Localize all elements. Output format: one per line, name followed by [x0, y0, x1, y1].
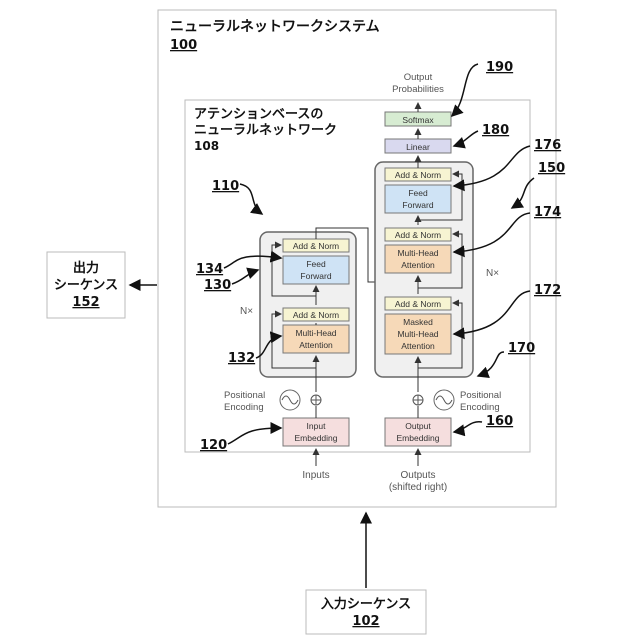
decoder-addnorm-top-label: Add & Norm [395, 170, 441, 180]
ref-176: 176 [534, 138, 561, 153]
attention-net-title-1: アテンションベースの [194, 107, 323, 122]
ref-110: 110 [212, 179, 239, 194]
encoder-addnorm-bottom-label: Add & Norm [293, 310, 339, 320]
outputs-label-1: Outputs [400, 470, 435, 481]
decoder-ff-label-1: Feed [408, 188, 428, 198]
ref-170-leader [478, 352, 504, 376]
decoder-mha-label-2: Attention [401, 260, 435, 270]
decoder-addnorm-middle-label: Add & Norm [395, 230, 441, 240]
decoder-nx: N× [486, 268, 499, 279]
ref-130-leader [232, 270, 258, 284]
encoder-mha-label-1: Multi-Head [295, 328, 336, 338]
ref-170: 170 [508, 341, 535, 356]
ref-134: 134 [196, 262, 223, 277]
input-embedding-label-2: Embedding [294, 433, 337, 443]
encoder-addnorm-top-label: Add & Norm [293, 241, 339, 251]
attention-net-title-2: ニューラルネットワーク [194, 123, 337, 138]
system-title: ニューラルネットワークシステム [170, 19, 380, 35]
encoder-ff-label-2: Forward [300, 271, 331, 281]
ref-160: 160 [486, 414, 513, 429]
ref-120-leader [228, 428, 281, 444]
decoder-pos-label-2: Encoding [460, 402, 500, 413]
decoder-masked-label-1: Masked [403, 317, 433, 327]
input-sequence-label: 入力シーケンス [321, 596, 411, 612]
output-embedding-label-2: Embedding [396, 433, 439, 443]
system-ref: 100 [170, 38, 197, 53]
output-sequence-ref: 152 [72, 295, 99, 310]
input-embedding-label-1: Input [307, 421, 327, 431]
encoder-ff-label-1: Feed [306, 259, 326, 269]
ref-150-leader [512, 178, 534, 208]
inputs-label: Inputs [302, 470, 329, 481]
decoder-linear-label: Linear [406, 142, 430, 152]
encoder-pos-label-2: Encoding [224, 402, 264, 413]
encoder-mha-label-2: Attention [299, 340, 333, 350]
output-sequence-line2: シーケンス [54, 278, 118, 293]
decoder-ff-label-2: Forward [402, 200, 433, 210]
ref-174: 174 [534, 205, 561, 220]
decoder-addnorm-bottom-label: Add & Norm [395, 299, 441, 309]
ref-172: 172 [534, 283, 561, 298]
decoder-masked-label-3: Attention [401, 341, 435, 351]
ref-130: 130 [204, 278, 231, 293]
output-embedding-label-1: Output [405, 421, 431, 431]
output-probs-label-2: Probabilities [392, 84, 444, 95]
decoder-pos-label-1: Positional [460, 390, 501, 401]
encoder-nx: N× [240, 306, 253, 317]
ref-160-leader [454, 422, 482, 432]
encoder-pos-label-1: Positional [224, 390, 265, 401]
ref-190: 190 [486, 60, 513, 75]
decoder-masked-label-2: Multi-Head [397, 329, 438, 339]
ref-190-leader [452, 64, 478, 116]
ref-110-leader [240, 184, 262, 214]
ref-150: 150 [538, 161, 565, 176]
decoder-softmax-label: Softmax [402, 115, 434, 125]
ref-120: 120 [200, 438, 227, 453]
input-sequence-ref: 102 [352, 614, 379, 629]
output-sequence-line1: 出力 [73, 260, 99, 276]
encoder-stack [260, 232, 356, 377]
output-probs-label-1: Output [404, 72, 433, 83]
decoder-mha-label-1: Multi-Head [397, 248, 438, 258]
ref-180: 180 [482, 123, 509, 138]
system-box [158, 10, 556, 507]
outputs-label-2: (shifted right) [389, 482, 447, 493]
ref-132: 132 [228, 351, 255, 366]
ref-180-leader [454, 131, 478, 146]
attention-net-ref: 108 [194, 139, 219, 153]
